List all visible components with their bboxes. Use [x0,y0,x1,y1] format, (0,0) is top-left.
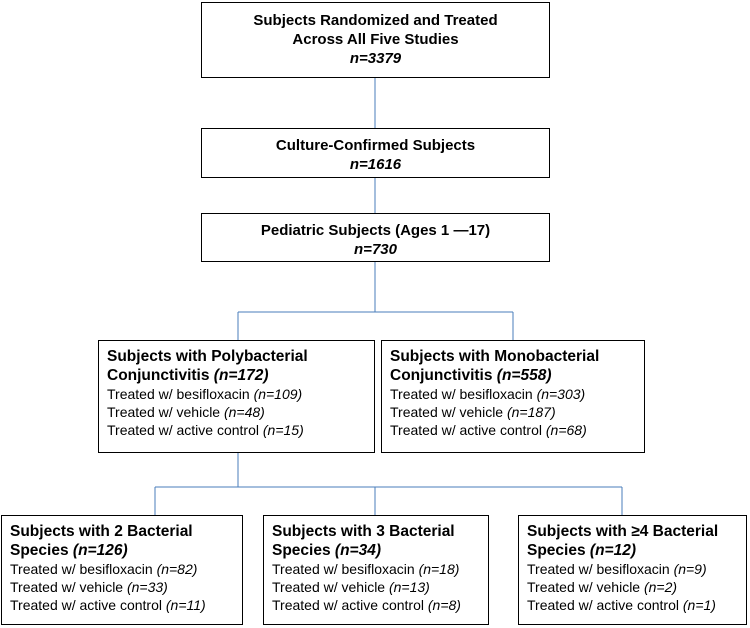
randomized-n: n=3379 [349,50,402,67]
randomized-box: Subjects Randomized and Treated Across A… [201,2,550,78]
randomized-line1: Subjects Randomized and Treated [253,12,498,29]
mono-row-label: Treated w/ besifloxacin [390,386,537,402]
mono-box: Subjects with Monobacterial Conjunctivit… [381,340,645,453]
three-row-n: (n=13) [388,579,430,595]
mono-row-label: Treated w/ active control [390,422,546,438]
two-n: (n=126) [72,542,128,559]
four-row-n: (n=9) [673,561,707,577]
poly-row-label: Treated w/ vehicle [107,404,224,420]
poly-heading-line1: Subjects with Polybacterial [107,348,308,365]
four-heading-line2: Species [527,542,586,559]
three-row-n: (n=18) [418,561,460,577]
four-row-label: Treated w/ vehicle [527,579,644,595]
poly-box: Subjects with Polybacterial Conjunctivit… [98,340,375,453]
three-heading-line2: Species [272,542,331,559]
pediatric-box: Pediatric Subjects (Ages 1 —17) n=730 [201,213,550,262]
mono-row-n: (n=303) [536,386,586,402]
two-heading-line2: Species [10,542,69,559]
four-heading-line1: Subjects with ≥4 Bacterial [527,523,719,540]
pediatric-line1: Pediatric Subjects (Ages 1 —17) [260,222,491,239]
four-row-label: Treated w/ besifloxacin [527,561,674,577]
two-row-n: (n=11) [165,597,206,613]
four-row-n: (n=2) [643,579,678,595]
four-n: (n=12) [589,542,637,559]
three-heading-line1: Subjects with 3 Bacterial [272,523,455,540]
two-species-box: Subjects with 2 Bacterial Species (n=126… [1,515,243,625]
culture-box: Culture-Confirmed Subjects n=1616 [201,128,550,178]
poly-row-label: Treated w/ besifloxacin [107,386,254,402]
poly-n: (n=172) [213,367,269,384]
two-row-label: Treated w/ active control [10,597,166,613]
mono-row-n: (n=68) [545,422,587,438]
poly-row-n: (n=109) [253,386,303,402]
culture-n: n=1616 [349,156,402,173]
three-row-label: Treated w/ besifloxacin [272,561,419,577]
culture-line1: Culture-Confirmed Subjects [275,137,476,154]
poly-heading-line2: Conjunctivitis [107,367,210,384]
three-n: (n=34) [334,542,382,559]
poly-row-label: Treated w/ active control [107,422,263,438]
two-row-label: Treated w/ besifloxacin [10,561,157,577]
four-row-label: Treated w/ active control [527,597,683,613]
mono-n: (n=558) [496,367,552,384]
mono-row-n: (n=187) [506,404,556,420]
two-row-label: Treated w/ vehicle [10,579,127,595]
poly-row-n: (n=15) [262,422,304,438]
two-heading-line1: Subjects with 2 Bacterial [10,523,193,540]
three-row-label: Treated w/ active control [272,597,428,613]
two-row-n: (n=33) [126,579,168,595]
four-row-n: (n=1) [682,597,716,613]
three-row-label: Treated w/ vehicle [272,579,389,595]
mono-heading-line1: Subjects with Monobacterial [390,348,600,365]
mono-heading-line2: Conjunctivitis [390,367,493,384]
three-species-box: Subjects with 3 Bacterial Species (n=34)… [263,515,489,625]
pediatric-n: n=730 [354,241,397,258]
two-row-n: (n=82) [156,561,198,577]
three-row-n: (n=8) [427,597,461,613]
poly-row-n: (n=48) [223,404,265,420]
four-species-box: Subjects with ≥4 Bacterial Species (n=12… [518,515,747,625]
randomized-line2: Across All Five Studies [292,31,459,48]
mono-row-label: Treated w/ vehicle [390,404,507,420]
